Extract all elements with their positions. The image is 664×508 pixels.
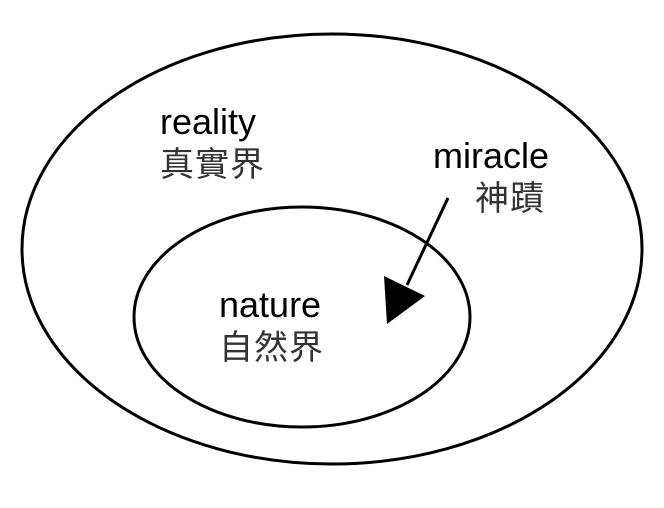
reality-label: reality xyxy=(160,101,257,142)
miracle-arrow-shaft xyxy=(405,197,450,286)
nature-label: nature xyxy=(219,284,322,325)
nature-ellipse xyxy=(132,205,472,429)
nature-label-chinese: 自然界 xyxy=(219,328,324,368)
reality-label-chinese: 真實界 xyxy=(160,145,265,185)
miracle-label: miracle xyxy=(433,135,550,176)
reality-ellipse xyxy=(20,32,644,466)
miracle-arrow-head xyxy=(384,276,425,324)
miracle-label-chinese: 神蹟 xyxy=(475,179,545,219)
